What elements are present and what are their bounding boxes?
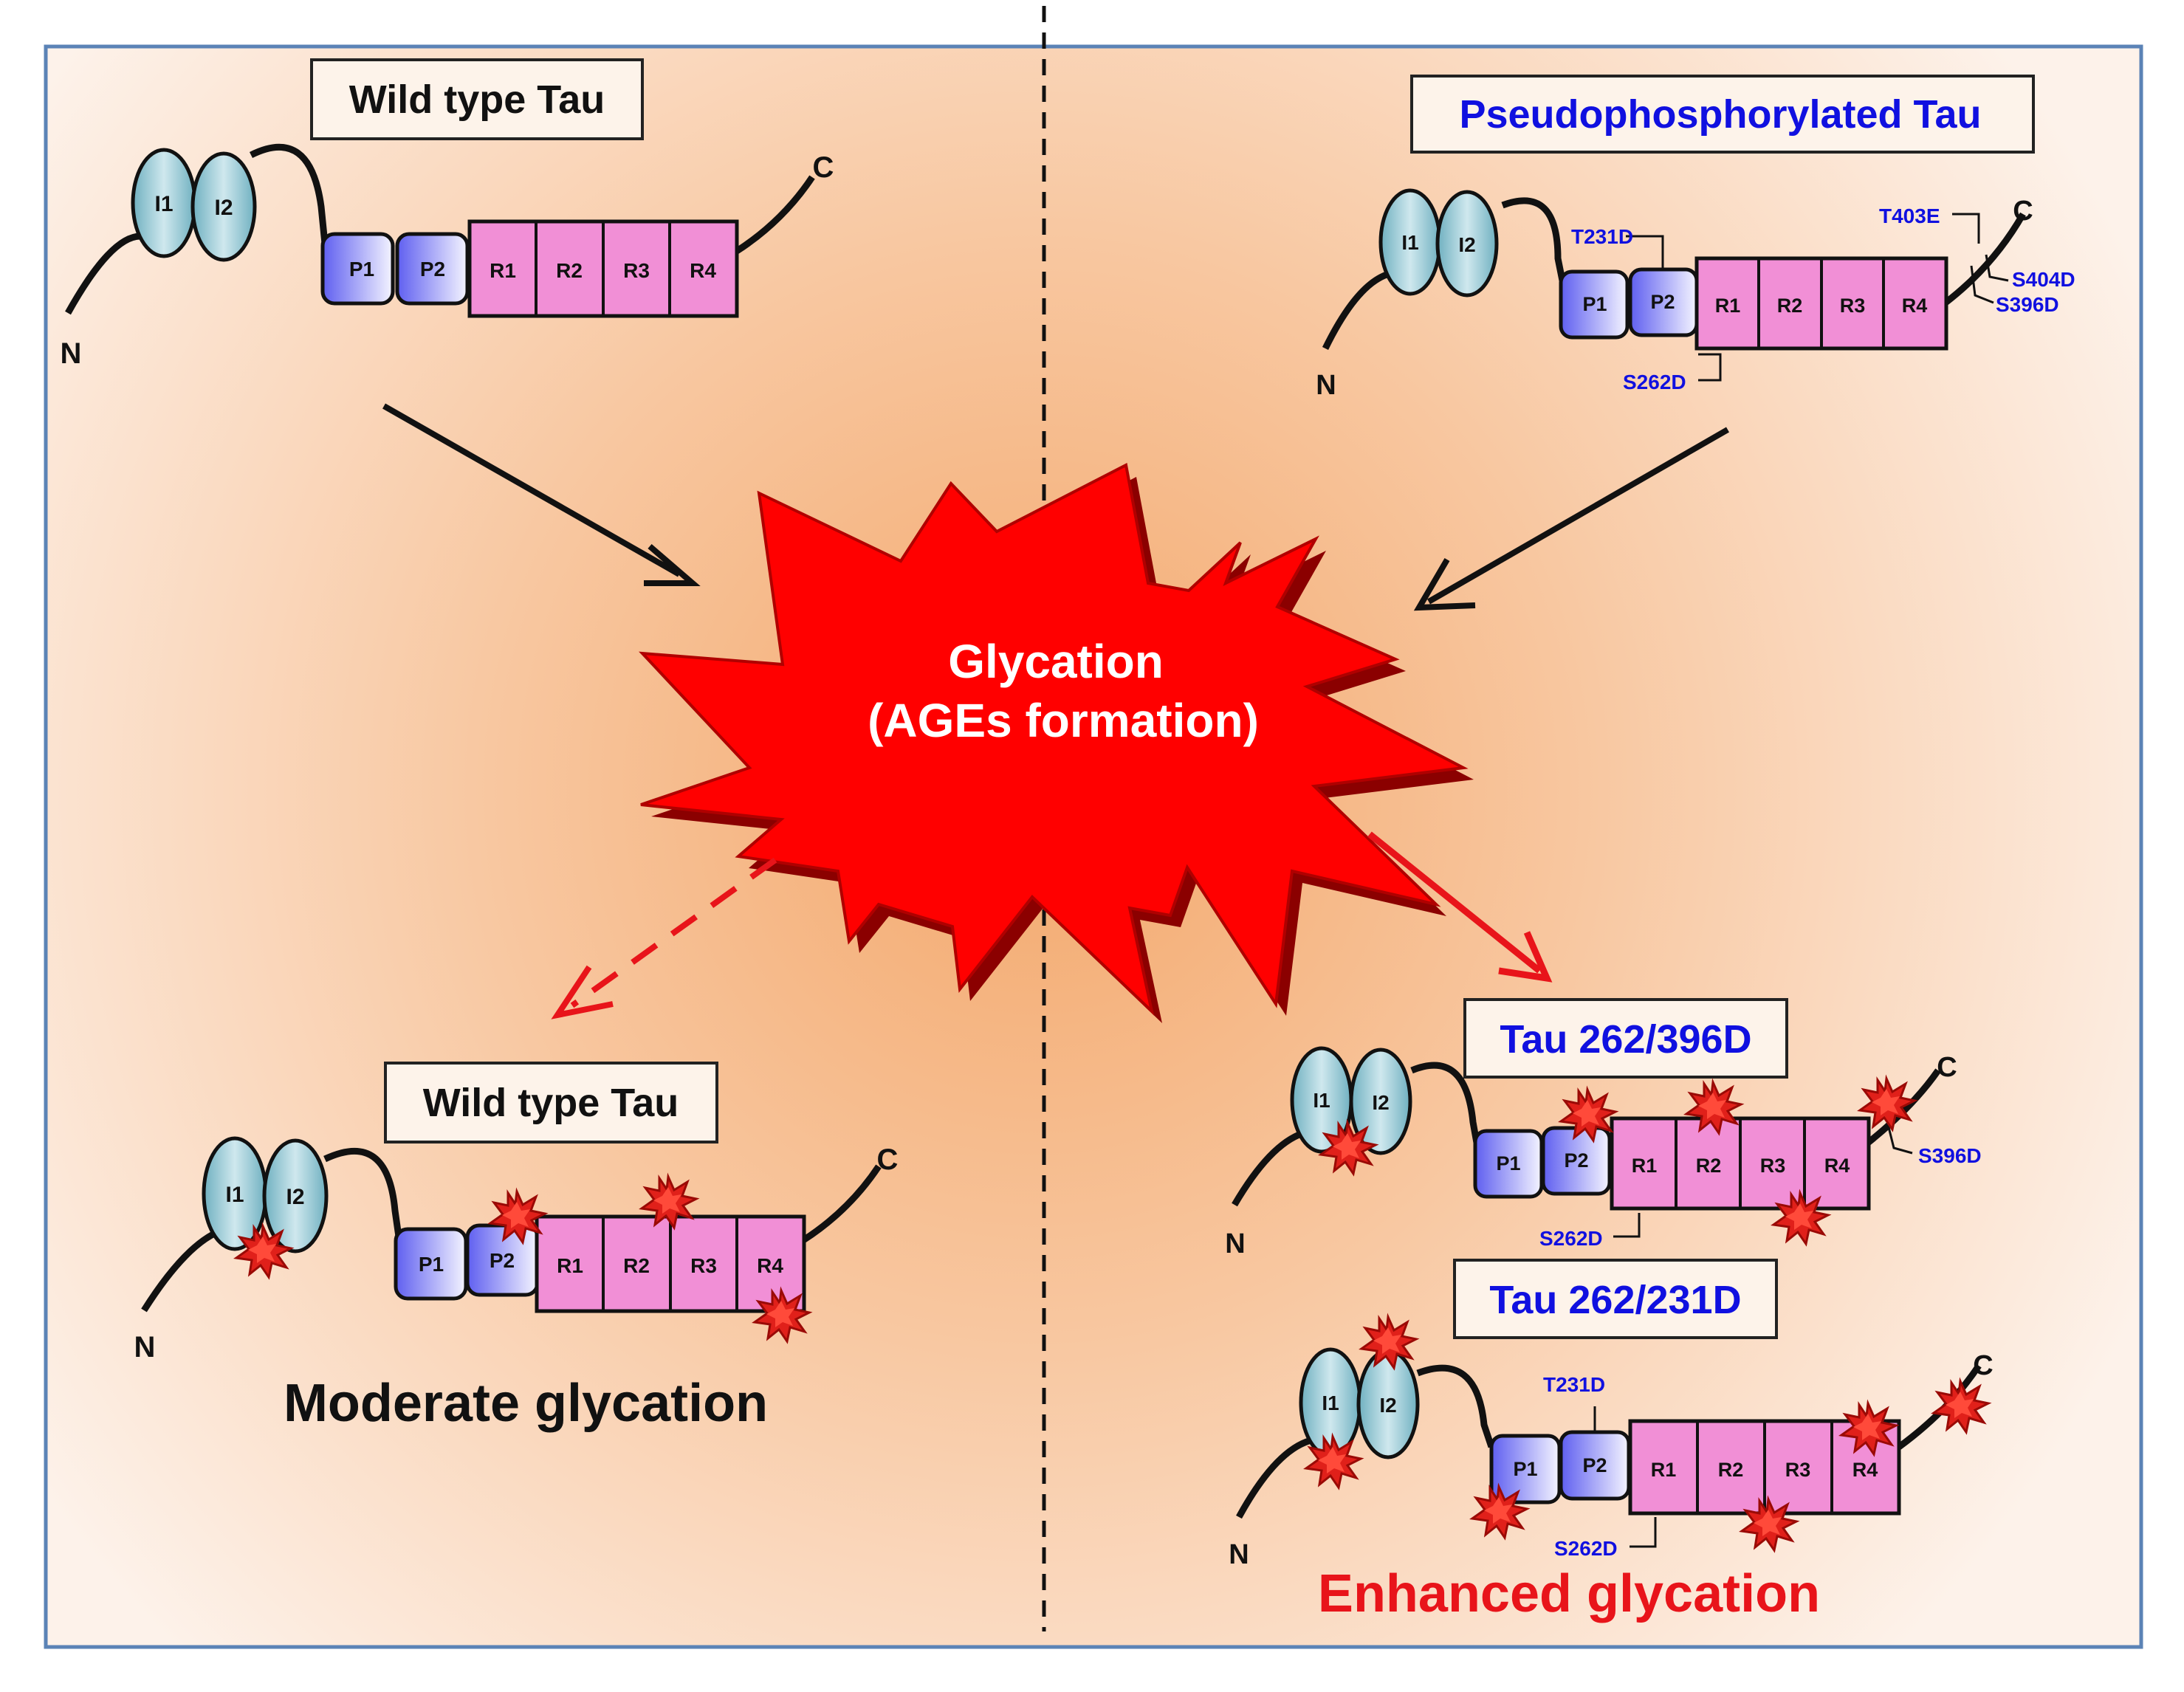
- svg-text:I2: I2: [1372, 1091, 1389, 1114]
- svg-text:C: C: [1973, 1350, 1993, 1381]
- mutation-label: S396D: [1996, 293, 2059, 316]
- svg-text:R2: R2: [1718, 1459, 1744, 1481]
- svg-text:I1: I1: [225, 1183, 244, 1207]
- mutation-label: T403E: [1879, 204, 1940, 227]
- svg-text:C: C: [813, 151, 834, 184]
- enhanced-glycation-label: Enhanced glycation: [1318, 1564, 1820, 1623]
- pseudophosphorylated-tau-top: Pseudophosphorylated Tau I1 I2 P1 P2 R1 …: [1316, 75, 2075, 401]
- svg-text:R4: R4: [757, 1254, 783, 1277]
- wild-type-tau-top-title: Wild type Tau: [349, 78, 605, 122]
- mutation-label: S262D: [1623, 371, 1686, 393]
- arrow-icon: [382, 403, 701, 586]
- insert2-domain: [190, 151, 257, 262]
- mutation-label: T231D: [1571, 225, 1633, 248]
- proline1-box: [320, 232, 395, 306]
- svg-text:P1: P1: [349, 258, 374, 281]
- mutation-label: T231D: [1543, 1373, 1605, 1396]
- arrow-icon: [551, 857, 777, 1019]
- svg-text:P2: P2: [1650, 291, 1675, 313]
- svg-text:R3: R3: [1785, 1459, 1811, 1481]
- ages-formation-label: (AGEs formation): [868, 694, 1259, 747]
- svg-text:R2: R2: [556, 259, 583, 282]
- svg-text:R3: R3: [1840, 295, 1866, 317]
- tau-262-396d-title: Tau 262/396D: [1500, 1017, 1751, 1062]
- svg-text:R2: R2: [1696, 1155, 1722, 1177]
- glycation-burst-icon: Glycation (AGEs formation): [639, 462, 1474, 1023]
- pseudophosphorylated-tau-title: Pseudophosphorylated Tau: [1459, 92, 1981, 137]
- svg-text:N: N: [134, 1331, 156, 1363]
- svg-text:P2: P2: [490, 1249, 515, 1272]
- proline1-box: [1559, 269, 1630, 340]
- glycation-title: Glycation: [948, 635, 1164, 688]
- insert2-domain: [1435, 190, 1499, 298]
- svg-text:I1: I1: [1322, 1392, 1339, 1414]
- svg-text:N: N: [61, 337, 82, 370]
- svg-text:N: N: [1316, 370, 1336, 401]
- svg-text:I1: I1: [1313, 1089, 1330, 1112]
- svg-text:P1: P1: [1496, 1152, 1520, 1175]
- svg-text:C: C: [877, 1144, 899, 1176]
- svg-text:R1: R1: [1632, 1155, 1658, 1177]
- svg-text:R4: R4: [690, 259, 716, 282]
- tau-262-231d: Tau 262/231D I1 I2 P1 P2 R1 R2 R3 R4 N C…: [1229, 1259, 1994, 1623]
- svg-text:P2: P2: [1582, 1454, 1607, 1476]
- svg-text:P2: P2: [1564, 1149, 1588, 1172]
- svg-text:I1: I1: [1401, 231, 1418, 254]
- mutation-label: S396D: [1918, 1144, 1982, 1167]
- svg-text:I1: I1: [154, 192, 173, 216]
- tau-262-396d: Tau 262/396D I1 I2 P1 P2 R1 R2 R3 R4 N C…: [1225, 998, 1982, 1259]
- mutation-label: S262D: [1554, 1537, 1618, 1560]
- arrow-icon: [1367, 831, 1553, 983]
- svg-text:I2: I2: [214, 196, 233, 220]
- mutation-label: S262D: [1539, 1227, 1603, 1250]
- tau-262-231d-title: Tau 262/231D: [1489, 1278, 1741, 1322]
- arrow-icon: [1413, 427, 1729, 611]
- svg-text:R1: R1: [1651, 1459, 1677, 1481]
- moderate-glycation-label: Moderate glycation: [284, 1374, 768, 1433]
- svg-text:R1: R1: [1715, 295, 1741, 317]
- svg-text:C: C: [2013, 196, 2033, 227]
- svg-text:P1: P1: [419, 1253, 444, 1276]
- svg-text:R4: R4: [1824, 1155, 1850, 1177]
- mutation-label: S404D: [2012, 268, 2075, 291]
- svg-text:R4: R4: [1902, 295, 1928, 317]
- svg-text:R2: R2: [623, 1254, 650, 1277]
- wild-type-tau-bottom-title: Wild type Tau: [423, 1081, 679, 1125]
- svg-text:R2: R2: [1777, 295, 1803, 317]
- svg-text:R1: R1: [490, 259, 516, 282]
- svg-text:I2: I2: [1379, 1394, 1396, 1417]
- svg-text:I2: I2: [286, 1185, 304, 1209]
- proline2-box: [395, 232, 470, 306]
- svg-text:R3: R3: [690, 1254, 717, 1277]
- svg-text:P1: P1: [1582, 293, 1607, 315]
- wild-type-tau-bottom: Wild type Tau I1 I2 P1 P2 R1 R2 R3 R4 N …: [134, 1062, 899, 1433]
- svg-text:I2: I2: [1458, 233, 1475, 256]
- svg-text:R4: R4: [1852, 1459, 1878, 1481]
- insert2-domain: [262, 1138, 329, 1253]
- svg-text:P2: P2: [420, 258, 445, 281]
- wild-type-tau-top: Wild type Tau I1 I2 P1 P2 R1 R2 R3 R4 N …: [61, 58, 834, 370]
- svg-text:P1: P1: [1513, 1458, 1537, 1480]
- svg-text:C: C: [1937, 1052, 1957, 1083]
- svg-text:R3: R3: [623, 259, 650, 282]
- svg-text:R3: R3: [1760, 1155, 1786, 1177]
- svg-text:N: N: [1225, 1228, 1245, 1259]
- svg-text:R1: R1: [557, 1254, 583, 1277]
- svg-text:N: N: [1229, 1539, 1249, 1570]
